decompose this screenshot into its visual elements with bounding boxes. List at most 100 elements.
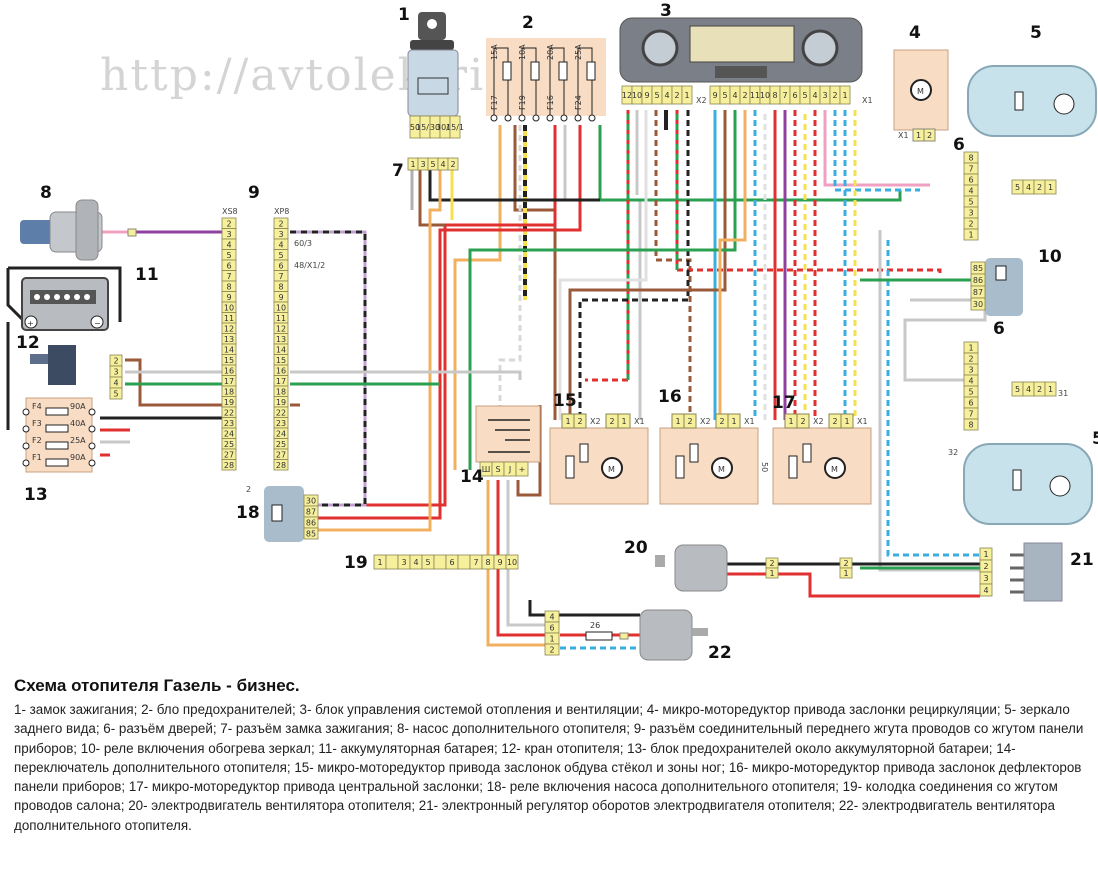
pin-label: 1 [731,417,736,426]
pin-label: 4 [1026,385,1031,394]
wire-orange [453,125,502,470]
pin-label: 2 [577,417,582,426]
caption: Схема отопителя Газель - бизнес. 1- замо… [14,676,1094,835]
motor-icon [824,457,846,479]
pin-cell [573,413,587,429]
pin-label: 19 [276,398,286,407]
pin-label: 18 [276,387,286,396]
terminal [22,408,30,416]
recirculation-gearmotor: M 1 2 X1 [893,49,949,142]
pin-label: 1 [675,417,680,426]
pin-label: 4 [968,187,973,196]
xs8-label: XS8 [222,207,238,216]
pin-cell [796,413,810,429]
svg-text:X1: X1 [898,131,909,140]
pin-label: 2 [1037,385,1042,394]
fuse-rating: 15A [490,44,499,60]
fuse-id: F2 [32,436,42,445]
pin-label: 4 [664,91,669,100]
fuse-icon [45,458,69,467]
pin-label: 12 [276,324,286,333]
terminal [574,114,582,122]
x1-label: X1 [857,417,868,426]
label-18: 18 [236,503,260,523]
terminal [560,114,568,122]
pin-cell [979,583,993,597]
pin-label: 3 [226,230,231,239]
pin-label: + [519,465,526,474]
svg-text:26: 26 [590,621,600,630]
pin-label: 10 [224,303,234,312]
pin-label: 13 [224,335,234,344]
wires [80,110,1030,650]
pin-label: 6 [549,624,554,633]
fuse-id: F19 [518,95,527,110]
pin-cell [447,157,459,171]
pin-label: 12 [622,91,632,100]
pin-label: 3 [968,366,973,375]
pin-label: 5 [968,388,973,397]
harness-connector-9: XS8 XP8 23456789101112131415161718192223… [221,207,325,471]
fuse-id: F16 [546,95,555,110]
pin-cell [970,297,986,311]
pin-label: 6 [968,399,973,408]
fuse-id: F17 [490,95,499,110]
pin-label: 25 [276,440,286,449]
pin-label: 14 [276,345,286,354]
terminal [490,114,498,122]
pin-label: 30/1 [436,123,454,132]
battery-cell [84,294,90,300]
pin-label: Ш [482,465,491,474]
svg-text:60/3: 60/3 [294,239,312,248]
x2-label: X2 [696,96,707,105]
pin-label: 10 [507,558,517,567]
pin-label: 5 [802,91,807,100]
pin-label: 1 [844,417,849,426]
pin-label: 6 [968,176,973,185]
pin-label: 1 [843,569,848,578]
pin-label: 24 [276,429,286,438]
pin-label: 8 [968,154,973,163]
pin-label: 28 [224,461,234,470]
x1-label: X1 [634,417,645,426]
pin-label: 4 [226,240,231,249]
pin-cell [963,418,979,431]
pin-cell [840,413,854,429]
pin-label: 87 [973,288,983,297]
pin-label: 86 [306,519,316,528]
pin-label: 10 [760,91,770,100]
fuse-rating: 90A [70,453,86,462]
pin-label: 7 [226,272,231,281]
svg-text:−: − [94,319,101,328]
label-21: 21 [1070,550,1094,570]
pin-label: S [495,465,500,474]
potentiometer-icon [565,455,575,479]
pin-label: 10 [632,91,642,100]
pin-label: 12 [224,324,234,333]
wire-green [598,125,902,202]
pin-label: 7 [968,165,973,174]
fuse-rating: 25A [574,44,583,60]
pin-cell [385,554,399,570]
svg-text:48/X1/2: 48/X1/2 [294,261,325,270]
pin-cell [1044,179,1057,195]
label-8: 8 [40,183,52,203]
fuse-rating: 25A [70,436,86,445]
component-numbers: 1 2 3 4 5 6 7 8 9 10 11 12 13 14 15 16 1… [16,1,1098,663]
pin-cell [273,459,289,471]
pin-label: 2 [769,559,774,568]
pin-label: 10 [276,303,286,312]
pin-cell [505,554,519,570]
pin-label: 6 [449,558,454,567]
pin-label: 2 [832,417,837,426]
pin-label: 9 [278,293,283,302]
